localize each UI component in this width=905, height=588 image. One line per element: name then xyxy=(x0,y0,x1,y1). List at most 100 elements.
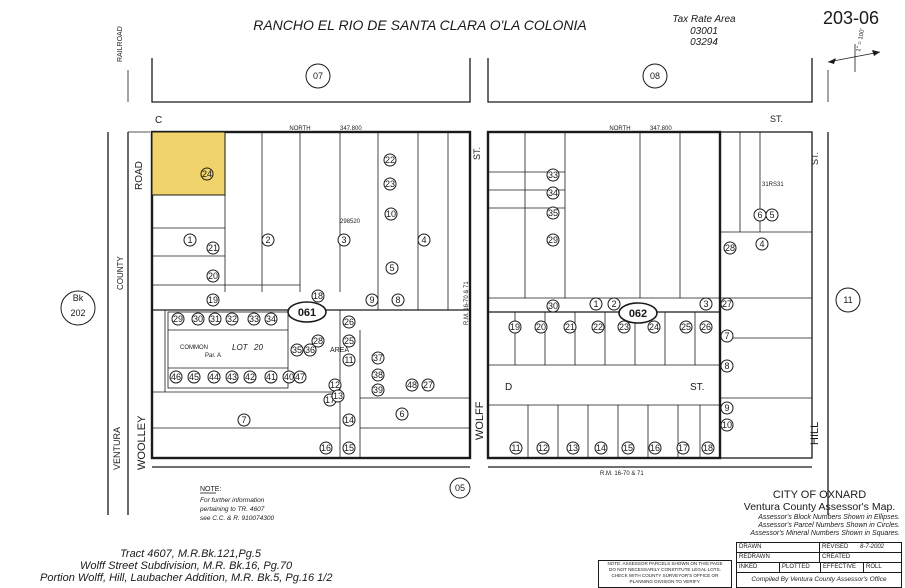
east-parcel-9[interactable] xyxy=(720,401,734,415)
west-parcel-35[interactable] xyxy=(290,343,304,357)
west-parcel-32[interactable] xyxy=(225,312,239,326)
east-parcel-1[interactable] xyxy=(589,297,603,311)
east-parcel-7[interactable] xyxy=(720,329,734,343)
west-parcel-18[interactable] xyxy=(311,289,325,303)
east-parcel-17[interactable] xyxy=(676,441,690,455)
east-parcel-35[interactable] xyxy=(546,206,560,220)
adjacent-map-07[interactable] xyxy=(305,63,331,89)
east-parcel-11[interactable] xyxy=(509,441,523,455)
street-c: C xyxy=(155,115,162,126)
west-parcel-26[interactable] xyxy=(342,315,356,329)
west-parcel-46[interactable] xyxy=(169,370,183,384)
west-parcel-34[interactable] xyxy=(264,312,278,326)
west-parcel-48[interactable] xyxy=(405,378,419,392)
west-parcel-33[interactable] xyxy=(247,312,261,326)
east-parcel-10[interactable] xyxy=(720,418,734,432)
adjacent-book-number: 202 xyxy=(70,308,85,318)
east-parcel-23[interactable] xyxy=(617,320,631,334)
west-parcel-41[interactable] xyxy=(264,370,278,384)
east-parcel-30[interactable] xyxy=(546,299,560,313)
west-parcel-1[interactable] xyxy=(183,233,197,247)
east-parcel-4[interactable] xyxy=(755,237,769,251)
block-062-ellipse[interactable] xyxy=(618,302,658,324)
east-parcel-13[interactable] xyxy=(566,441,580,455)
west-parcel-label-16: 16 xyxy=(321,443,331,453)
adjacent-map-11-label: 11 xyxy=(843,295,852,305)
west-parcel-13[interactable] xyxy=(331,389,345,403)
west-parcel-25[interactable] xyxy=(342,334,356,348)
west-parcel-5[interactable] xyxy=(385,261,399,275)
west-parcel-2[interactable] xyxy=(261,233,275,247)
east-parcel-24[interactable] xyxy=(647,320,661,334)
west-parcel-10[interactable] xyxy=(384,207,398,221)
east-parcel-20[interactable] xyxy=(534,320,548,334)
west-parcel-29[interactable] xyxy=(171,312,185,326)
west-parcel-37[interactable] xyxy=(371,351,385,365)
east-parcel-8[interactable] xyxy=(720,359,734,373)
parcel-24-label: 24 xyxy=(202,169,212,179)
east-parcel-14[interactable] xyxy=(594,441,608,455)
east-parcel-27[interactable] xyxy=(720,297,734,311)
east-parcel-label-3: 3 xyxy=(703,299,708,309)
area-label: AREA xyxy=(330,347,349,354)
west-parcel-28[interactable] xyxy=(311,334,325,348)
west-parcel-21[interactable] xyxy=(206,241,220,255)
east-parcel-29[interactable] xyxy=(546,233,560,247)
parcel-24-highlight[interactable] xyxy=(151,131,226,196)
east-parcel-label-13: 13 xyxy=(568,443,578,453)
west-parcel-label-35: 35 xyxy=(292,345,302,355)
east-parcel-19[interactable] xyxy=(508,320,522,334)
west-parcel-36[interactable] xyxy=(303,343,317,357)
west-parcel-label-38: 38 xyxy=(373,370,383,380)
east-parcel-6[interactable] xyxy=(753,208,767,222)
west-parcel-label-45: 45 xyxy=(189,372,199,382)
adjacent-map-05[interactable] xyxy=(449,477,471,499)
east-parcel-21[interactable] xyxy=(563,320,577,334)
street-d: D xyxy=(505,382,512,393)
east-parcel-16[interactable] xyxy=(648,441,662,455)
east-parcel-2[interactable] xyxy=(607,297,621,311)
west-parcel-19[interactable] xyxy=(206,293,220,307)
west-parcel-label-15: 15 xyxy=(344,443,354,453)
block-061-ellipse[interactable] xyxy=(287,301,327,323)
west-parcel-23[interactable] xyxy=(383,177,397,191)
east-parcel-label-10: 10 xyxy=(722,420,732,430)
west-parcel-20[interactable] xyxy=(206,269,220,283)
west-parcel-label-18: 18 xyxy=(313,291,323,301)
adjacent-map-11[interactable] xyxy=(835,287,861,313)
west-parcel-4[interactable] xyxy=(417,233,431,247)
west-parcel-30[interactable] xyxy=(191,312,205,326)
west-parcel-15[interactable] xyxy=(342,441,356,455)
west-parcel-11[interactable] xyxy=(342,353,356,367)
east-parcel-3[interactable] xyxy=(699,297,713,311)
east-parcel-22[interactable] xyxy=(591,320,605,334)
west-parcel-8[interactable] xyxy=(391,293,405,307)
west-parcel-39[interactable] xyxy=(371,383,385,397)
east-parcel-28[interactable] xyxy=(723,241,737,255)
east-parcel-33[interactable] xyxy=(546,168,560,182)
east-parcel-15[interactable] xyxy=(621,441,635,455)
west-parcel-47[interactable] xyxy=(293,370,307,384)
east-parcel-25[interactable] xyxy=(679,320,693,334)
east-parcel-18[interactable] xyxy=(701,441,715,455)
west-parcel-16[interactable] xyxy=(319,441,333,455)
west-parcel-45[interactable] xyxy=(187,370,201,384)
west-parcel-3[interactable] xyxy=(337,233,351,247)
east-parcel-34[interactable] xyxy=(546,186,560,200)
west-parcel-9[interactable] xyxy=(365,293,379,307)
adjacent-map-08[interactable] xyxy=(642,63,668,89)
east-parcel-26[interactable] xyxy=(699,320,713,334)
west-parcel-43[interactable] xyxy=(225,370,239,384)
east-parcel-12[interactable] xyxy=(536,441,550,455)
west-parcel-22[interactable] xyxy=(383,153,397,167)
west-parcel-6[interactable] xyxy=(395,407,409,421)
west-parcel-42[interactable] xyxy=(243,370,257,384)
west-parcel-27[interactable] xyxy=(421,378,435,392)
adjacent-book-202[interactable] xyxy=(60,290,96,326)
west-parcel-31[interactable] xyxy=(208,312,222,326)
west-parcel-38[interactable] xyxy=(371,368,385,382)
west-parcel-14[interactable] xyxy=(342,413,356,427)
west-parcel-7[interactable] xyxy=(237,413,251,427)
parcel-24[interactable] xyxy=(200,167,214,181)
west-parcel-44[interactable] xyxy=(207,370,221,384)
